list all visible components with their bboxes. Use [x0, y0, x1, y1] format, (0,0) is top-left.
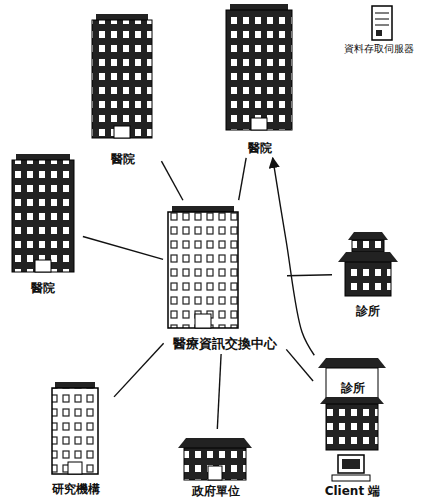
server-icon — [372, 6, 392, 40]
connector-line — [286, 349, 313, 381]
client-computer — [332, 455, 370, 481]
building-label: Client 端 — [323, 484, 383, 498]
hospital-building — [226, 4, 292, 130]
connector-line — [83, 237, 163, 260]
connector-line — [239, 158, 246, 200]
building-label: 研究機構 — [50, 482, 102, 496]
building-node: 政府單位 — [178, 432, 253, 498]
building-label: 醫院 — [29, 281, 57, 295]
building-node: 醫院 — [220, 5, 300, 155]
building-node: 醫院 — [5, 155, 80, 295]
center-building — [168, 206, 238, 328]
research-building — [52, 382, 98, 474]
building-label: 診所 — [354, 304, 382, 318]
connector-line — [114, 343, 164, 397]
building-label: 醫院 — [109, 152, 137, 166]
building-node: 醫院 — [85, 14, 160, 166]
building-node: 醫療資訊交換中心 — [165, 202, 285, 352]
clinic-building — [318, 358, 386, 450]
building-label: 醫院 — [246, 141, 274, 155]
connector-line — [287, 274, 332, 276]
building-node: 診所 Client 端 — [315, 357, 390, 498]
building-label: 診所 — [339, 381, 367, 395]
connector-line — [217, 354, 221, 429]
clinic-building — [338, 232, 398, 296]
building-label: 政府單位 — [190, 484, 242, 498]
hospital-building — [92, 14, 152, 138]
hospital-building — [12, 154, 74, 272]
building-node: 診所 — [335, 230, 400, 318]
building-label: 醫療資訊交換中心 — [171, 336, 279, 352]
government-building — [178, 438, 252, 480]
connector-line — [161, 161, 182, 200]
building-node: 研究機構 — [40, 380, 112, 496]
server-label: 資料存取伺服器 — [341, 43, 417, 55]
connector-line — [273, 158, 315, 355]
